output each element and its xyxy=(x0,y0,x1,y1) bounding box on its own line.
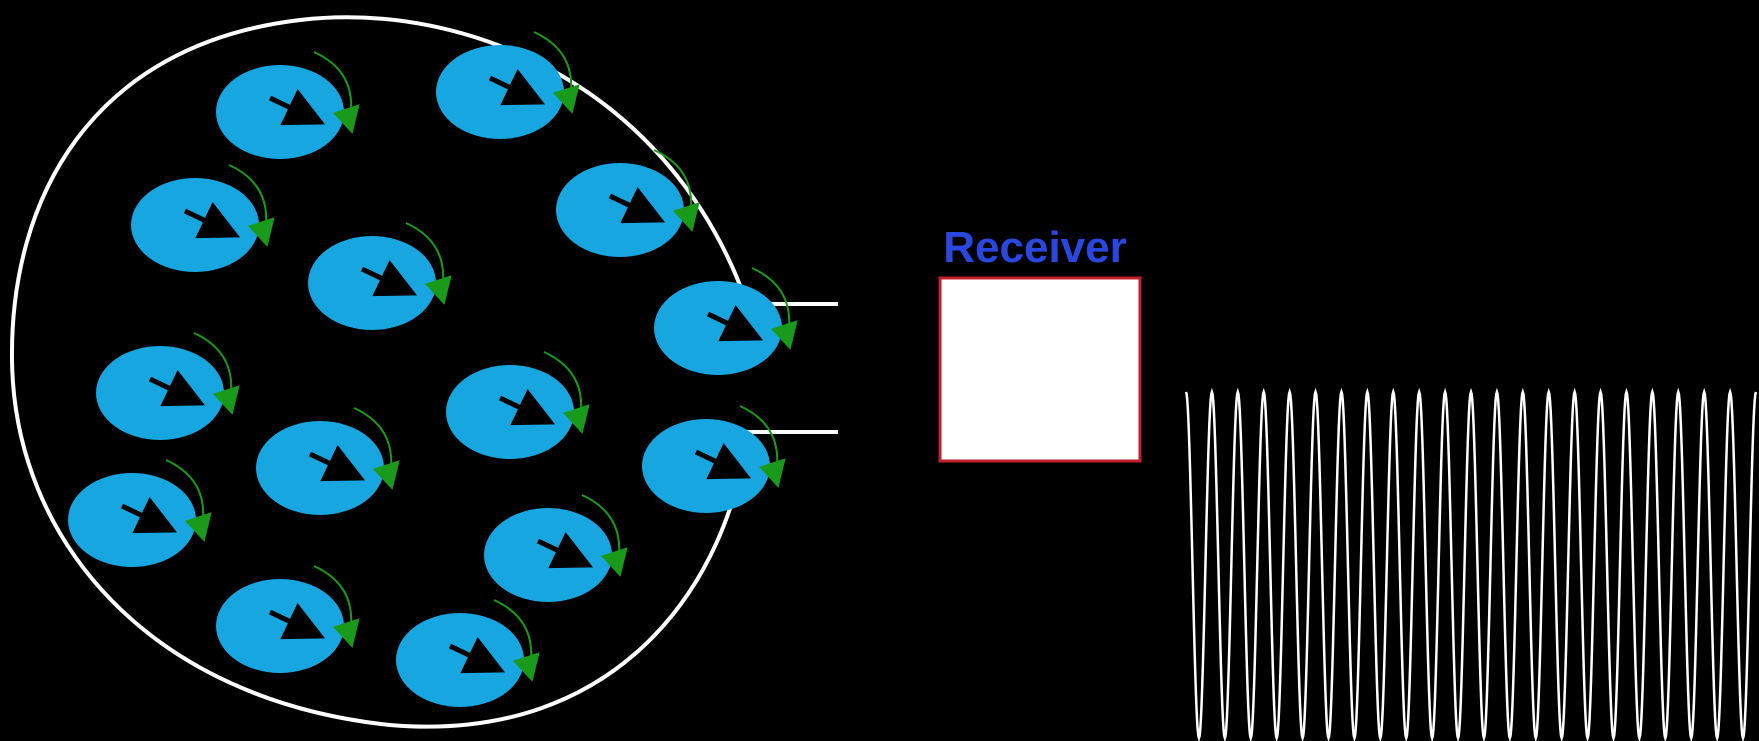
precession-arrowhead-icon xyxy=(672,202,700,232)
magnetization-arrow-icon xyxy=(268,603,326,640)
spin-ellipse xyxy=(216,65,344,159)
spin-ellipse xyxy=(484,508,612,602)
magnetization-arrow-icon xyxy=(536,532,594,569)
precession-arrowhead-icon xyxy=(184,512,212,542)
spin-group xyxy=(68,31,798,707)
magnetization-arrow-icon xyxy=(268,89,326,126)
magnetization-arrow-icon xyxy=(148,370,206,407)
magnetization-arrow-icon xyxy=(448,637,506,674)
magnetization-arrow-icon xyxy=(308,445,366,482)
precession-arrowhead-icon xyxy=(758,458,786,488)
precession-arrowhead-icon xyxy=(332,618,360,648)
receiver-label: Receiver xyxy=(943,223,1126,272)
spin-13 xyxy=(216,565,360,673)
precession-arrowhead-icon xyxy=(562,404,590,434)
spin-12 xyxy=(484,494,628,602)
spin-10 xyxy=(642,405,786,513)
magnetization-arrow-icon xyxy=(183,202,241,239)
precession-arrowhead-icon xyxy=(512,652,540,682)
spin-ellipse xyxy=(308,236,436,330)
magnetization-arrow-icon xyxy=(498,389,556,426)
spin-ellipse xyxy=(556,163,684,257)
spin-ellipse xyxy=(396,613,524,707)
spin-4 xyxy=(556,149,700,257)
spin-ellipse xyxy=(642,419,770,513)
spin-ellipse xyxy=(68,473,196,567)
spin-ellipse xyxy=(436,45,564,139)
precession-arrowhead-icon xyxy=(212,385,240,415)
spin-8 xyxy=(446,351,590,459)
spin-ellipse xyxy=(131,178,259,272)
precession-arrowhead-icon xyxy=(552,84,580,114)
magnetization-arrow-icon xyxy=(694,443,752,480)
receiver-box xyxy=(938,276,1142,463)
spin-ellipse xyxy=(96,346,224,440)
spin-ellipse xyxy=(216,579,344,673)
spin-6 xyxy=(654,267,798,375)
spin-11 xyxy=(68,459,212,567)
magnetization-arrow-icon xyxy=(608,187,666,224)
spin-7 xyxy=(96,332,240,440)
signal-waveform xyxy=(1184,387,1758,741)
precession-arrowhead-icon xyxy=(247,217,275,247)
spin-14 xyxy=(396,599,540,707)
spin-ellipse xyxy=(654,281,782,375)
spin-3 xyxy=(131,164,275,272)
precession-arrowhead-icon xyxy=(372,460,400,490)
precession-arrowhead-icon xyxy=(600,547,628,577)
sample-boundary xyxy=(9,15,838,729)
magnetization-arrow-icon xyxy=(706,305,764,342)
magnetization-arrow-icon xyxy=(360,260,418,297)
magnetization-arrow-icon xyxy=(488,69,546,106)
sample-outline xyxy=(24,0,838,305)
precession-arrowhead-icon xyxy=(770,320,798,350)
magnetization-arrow-icon xyxy=(120,497,178,534)
spin-1 xyxy=(216,51,360,159)
precession-arrowhead-icon xyxy=(332,104,360,134)
spin-5 xyxy=(308,222,452,330)
spin-9 xyxy=(256,407,400,515)
precession-arrowhead-icon xyxy=(424,275,452,305)
spin-ellipse xyxy=(256,421,384,515)
spin-ellipse xyxy=(446,365,574,459)
spin-2 xyxy=(436,31,580,139)
